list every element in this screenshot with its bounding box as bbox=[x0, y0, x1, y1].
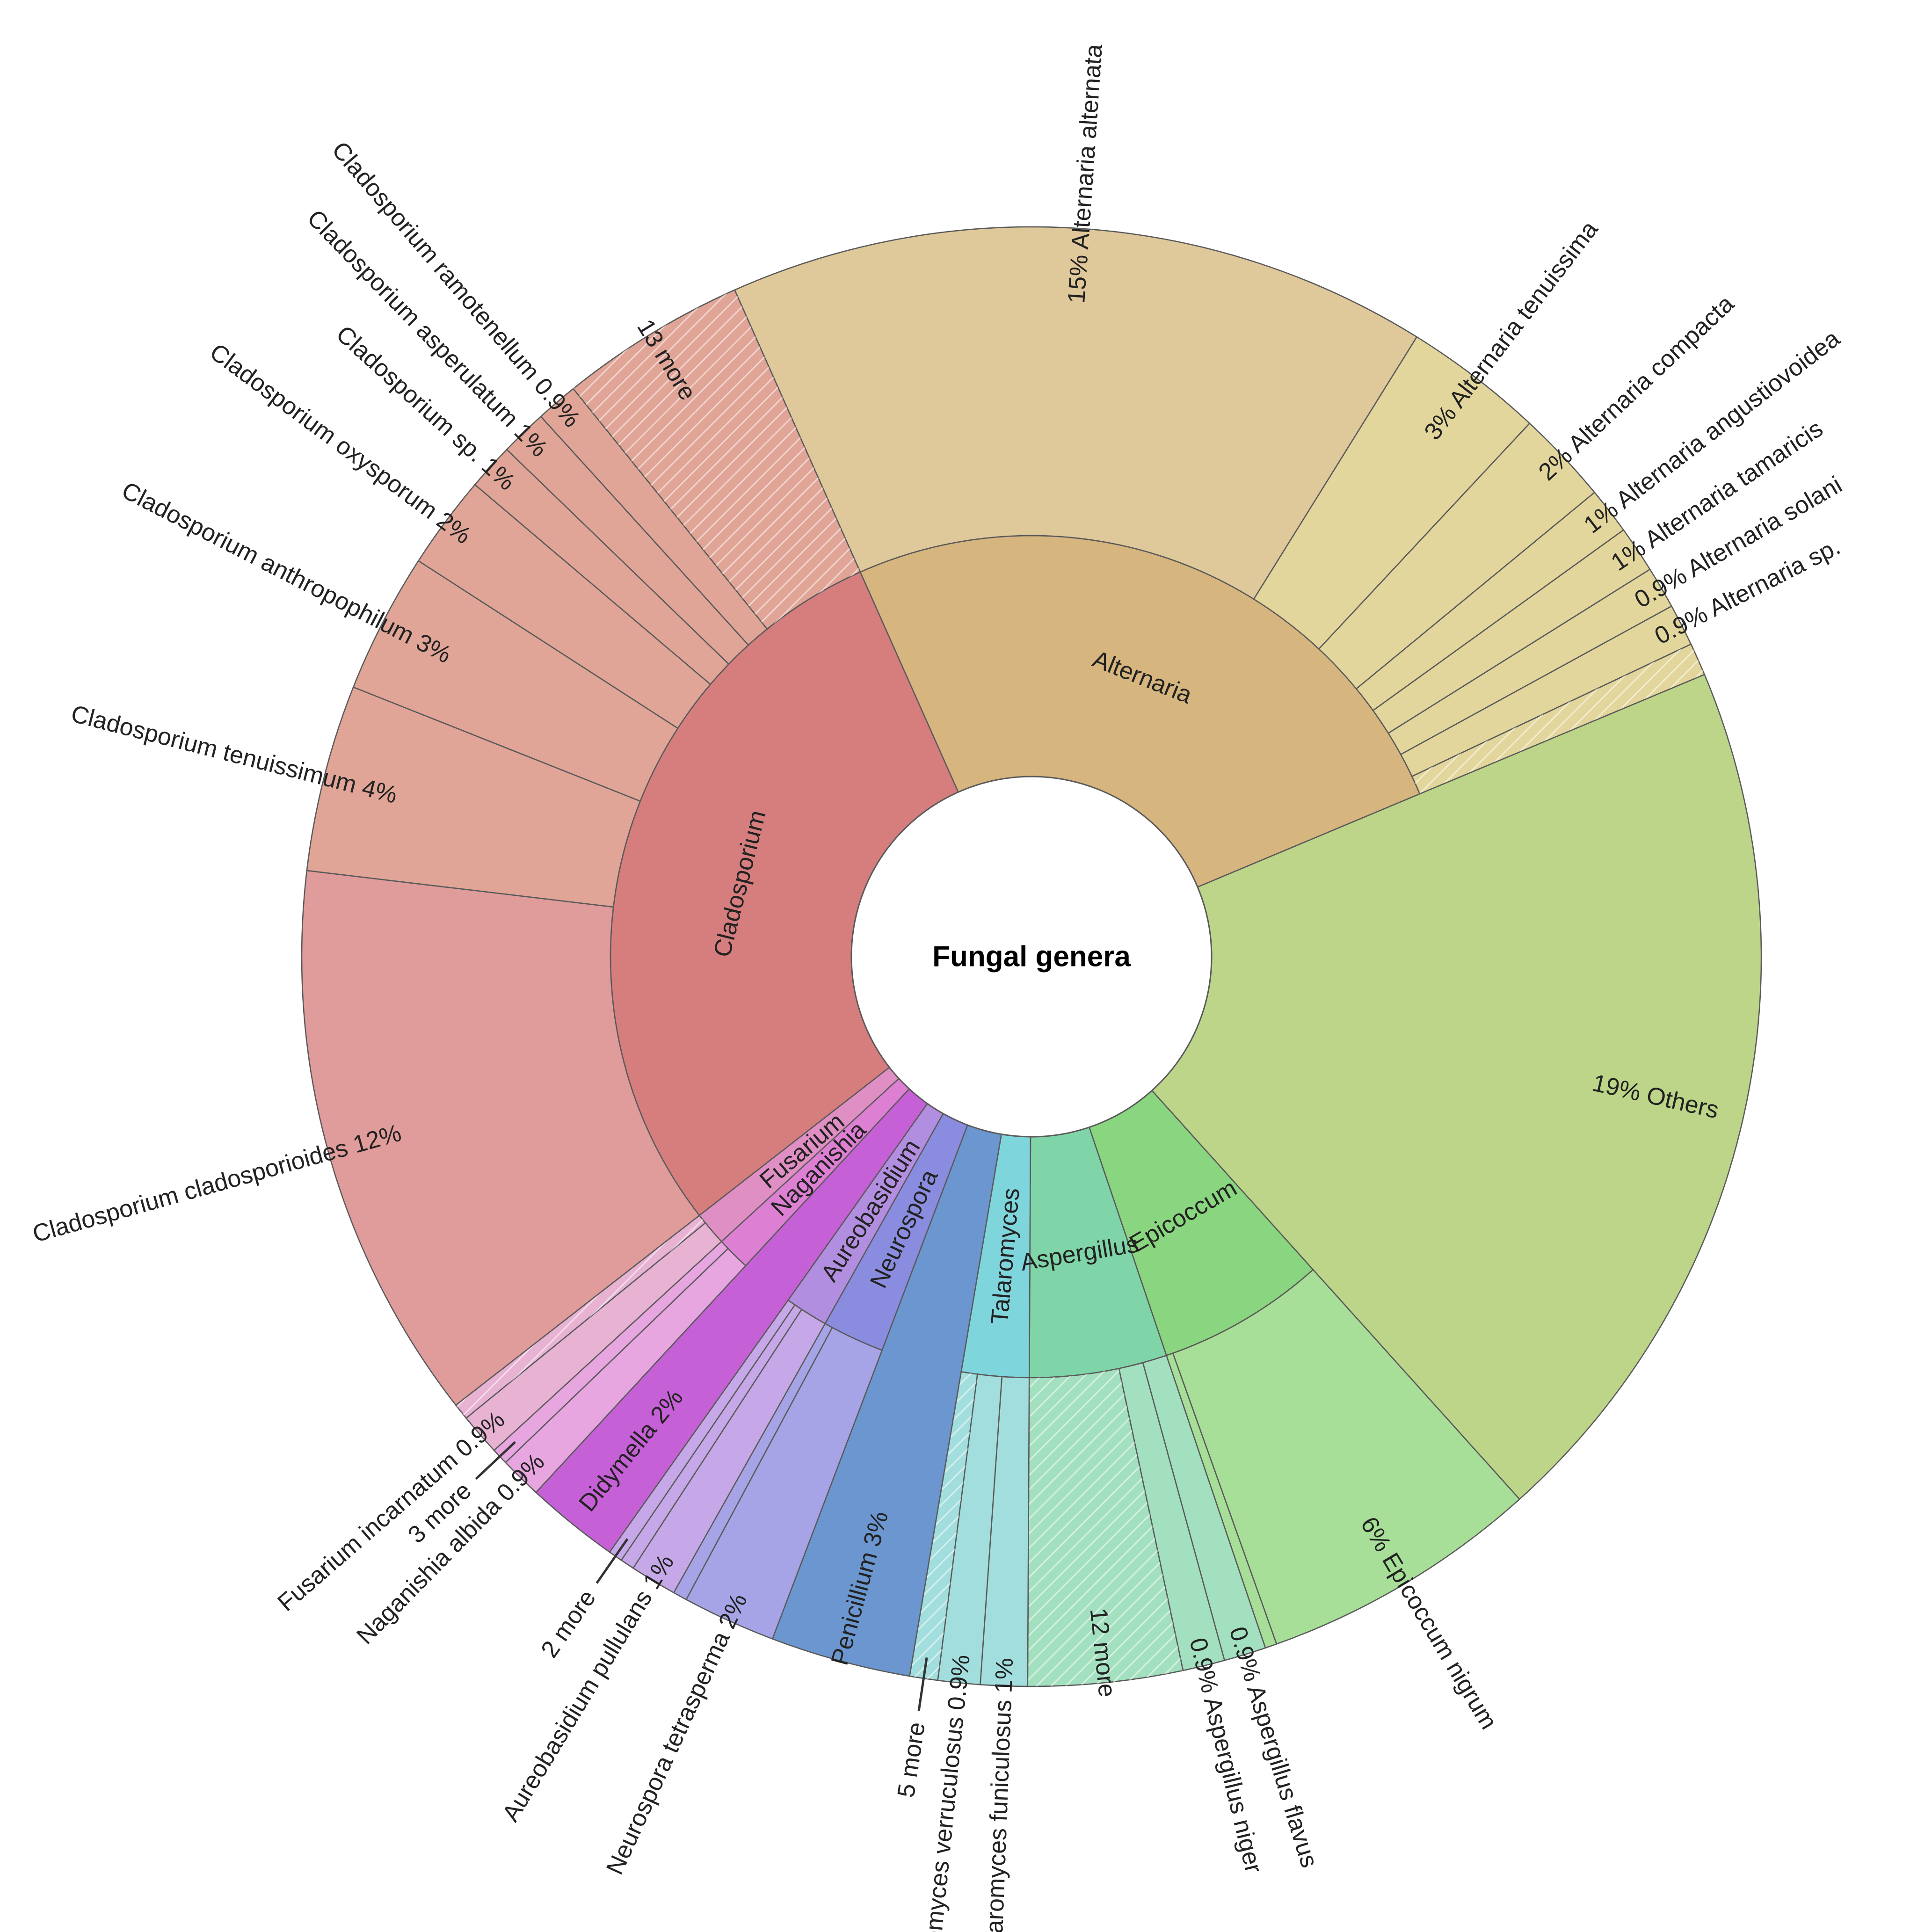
chart-title: Fungal genera bbox=[932, 941, 1131, 973]
segment-cladosporium-cladosporioides[interactable] bbox=[301, 870, 700, 1406]
segment-5-more-hatch bbox=[909, 1372, 978, 1681]
segment-13-more-hatch bbox=[573, 290, 860, 629]
leader-3-more bbox=[475, 1441, 516, 1480]
label-alternaria-compacta: 2% Alternaria compacta bbox=[1533, 290, 1739, 486]
segment-alternaria-alternata[interactable] bbox=[733, 226, 1418, 600]
leader-2-more bbox=[596, 1538, 629, 1584]
sunburst-leaders bbox=[475, 1441, 928, 1711]
center-hole bbox=[850, 776, 1213, 1138]
label-2-more: 2 more bbox=[536, 1585, 601, 1663]
label-5-more: 5 more bbox=[893, 1721, 930, 1800]
segment-fusarium-segment-1-hatch bbox=[456, 1215, 705, 1418]
leader-5-more bbox=[917, 1657, 928, 1711]
label-talaromyces-verruculosus: Talaromyces verruculosus 0.9% bbox=[914, 1654, 975, 1932]
label-talaromyces-funiculosus: Talaromyces funiculosus 1% bbox=[980, 1657, 1019, 1932]
segment-alternaria-segment-7-hatch bbox=[1412, 644, 1705, 794]
sunburst-segments bbox=[301, 226, 1762, 1687]
label-cladosporium-oxysporum: Cladosporium oxysporum 2% bbox=[205, 338, 476, 549]
segment-12-more-hatch bbox=[1027, 1368, 1184, 1686]
label-naganishia-albida: Naganishia albida 0.9% bbox=[351, 1448, 550, 1650]
